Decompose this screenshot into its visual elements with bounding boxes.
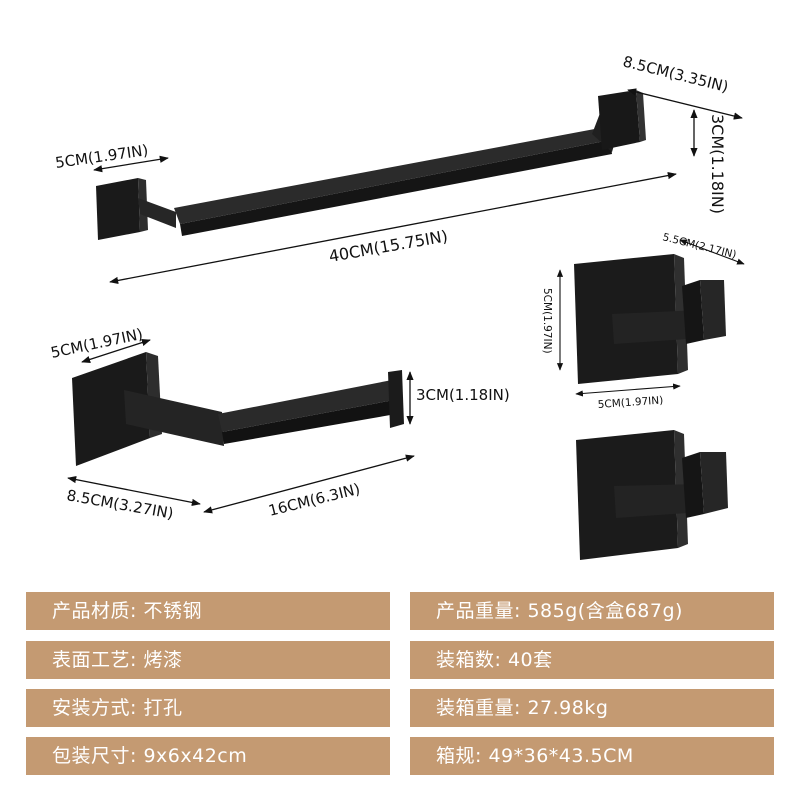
paper-holder-length-label: 16CM(6.3IN) bbox=[267, 480, 362, 520]
spec-label: 产品材质: bbox=[52, 600, 137, 622]
robe-hook-top bbox=[574, 254, 726, 384]
hook-height-label: 5CM(1.97IN) bbox=[541, 288, 553, 354]
robe-hook-bottom bbox=[576, 430, 728, 560]
spec-material: 产品材质: 不锈钢 bbox=[26, 592, 390, 630]
towel-bar-length-label: 40CM(15.75IN) bbox=[327, 226, 449, 266]
spec-label: 产品重量: bbox=[436, 600, 521, 622]
spec-value: 不锈钢 bbox=[143, 600, 202, 622]
spec-label: 箱规: bbox=[436, 745, 482, 767]
spec-value: 9x6x42cm bbox=[143, 745, 248, 767]
paper-holder-base-label: 5CM(1.97IN) bbox=[49, 325, 144, 362]
spec-value: 烤漆 bbox=[143, 649, 183, 671]
product-illustration: 8.5CM(3.35IN) 3CM(1.18IN) 5CM(1.97IN) 40… bbox=[49, 52, 745, 560]
towel-bar-height-label: 3CM(1.18IN) bbox=[708, 114, 727, 214]
spec-installation: 安装方式: 打孔 bbox=[26, 689, 390, 727]
paper-holder-height-label: 3CM(1.18IN) bbox=[416, 386, 510, 404]
spec-carton-size: 箱规: 49*36*43.5CM bbox=[410, 737, 774, 775]
paper-holder bbox=[72, 352, 404, 466]
hook-width-label: 5CM(1.97IN) bbox=[597, 394, 663, 411]
spec-finish: 表面工艺: 烤漆 bbox=[26, 641, 390, 679]
spec-value: 49*36*43.5CM bbox=[488, 745, 634, 767]
spec-package-size: 包装尺寸: 9x6x42cm bbox=[26, 737, 390, 775]
towel-bar bbox=[96, 90, 646, 240]
spec-carton-qty: 装箱数: 40套 bbox=[410, 641, 774, 679]
paper-holder-depth-label: 8.5CM(3.27IN) bbox=[65, 486, 175, 522]
towel-bar-depth-label: 8.5CM(3.35IN) bbox=[621, 52, 730, 96]
towel-bar-base-label: 5CM(1.97IN) bbox=[54, 141, 149, 172]
spec-label: 表面工艺: bbox=[52, 649, 137, 671]
spec-value: 27.98kg bbox=[527, 697, 609, 719]
spec-label: 装箱数: bbox=[436, 649, 502, 671]
spec-weight: 产品重量: 585g(含盒687g) bbox=[410, 592, 774, 630]
spec-carton-weight: 装箱重量: 27.98kg bbox=[410, 689, 774, 727]
spec-value: 40套 bbox=[507, 649, 553, 671]
spec-label: 安装方式: bbox=[52, 697, 137, 719]
spec-value: 585g(含盒687g) bbox=[527, 600, 683, 622]
spec-label: 装箱重量: bbox=[436, 697, 521, 719]
spec-value: 打孔 bbox=[143, 697, 183, 719]
spec-label: 包装尺寸: bbox=[52, 745, 137, 767]
